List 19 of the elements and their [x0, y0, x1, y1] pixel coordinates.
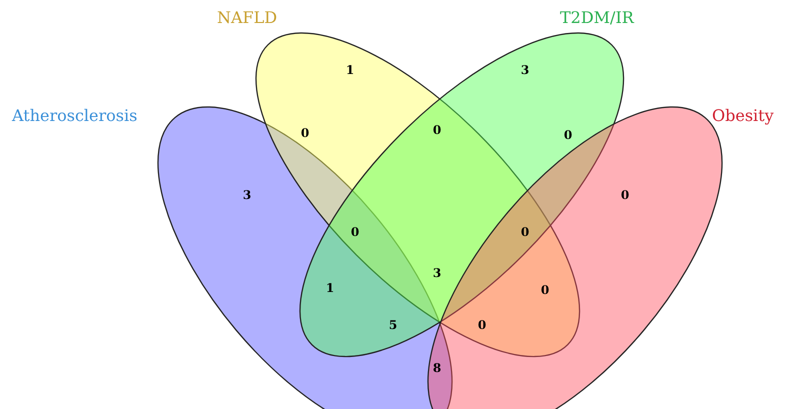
region-count: 3: [432, 266, 442, 280]
region-count: 0: [564, 128, 572, 142]
region-count: 0: [350, 225, 360, 239]
set-label: NAFLD: [217, 8, 278, 27]
region-count: 0: [620, 188, 630, 202]
set-label: Obesity: [712, 106, 774, 125]
region-count: 5: [388, 318, 398, 332]
set-label: Atherosclerosis: [12, 106, 138, 125]
set-label: T2DM/IR: [560, 8, 634, 27]
region-count: 0: [520, 225, 530, 239]
region-count: 1: [346, 63, 354, 77]
region-count: 3: [520, 63, 530, 77]
region-count: 0: [300, 126, 310, 140]
region-count: 0: [540, 283, 550, 297]
region-count: 3: [242, 188, 252, 202]
region-count: 0: [478, 318, 486, 332]
region-count: 8: [432, 361, 442, 375]
region-count: 0: [432, 123, 442, 137]
region-count: 1: [326, 281, 334, 295]
